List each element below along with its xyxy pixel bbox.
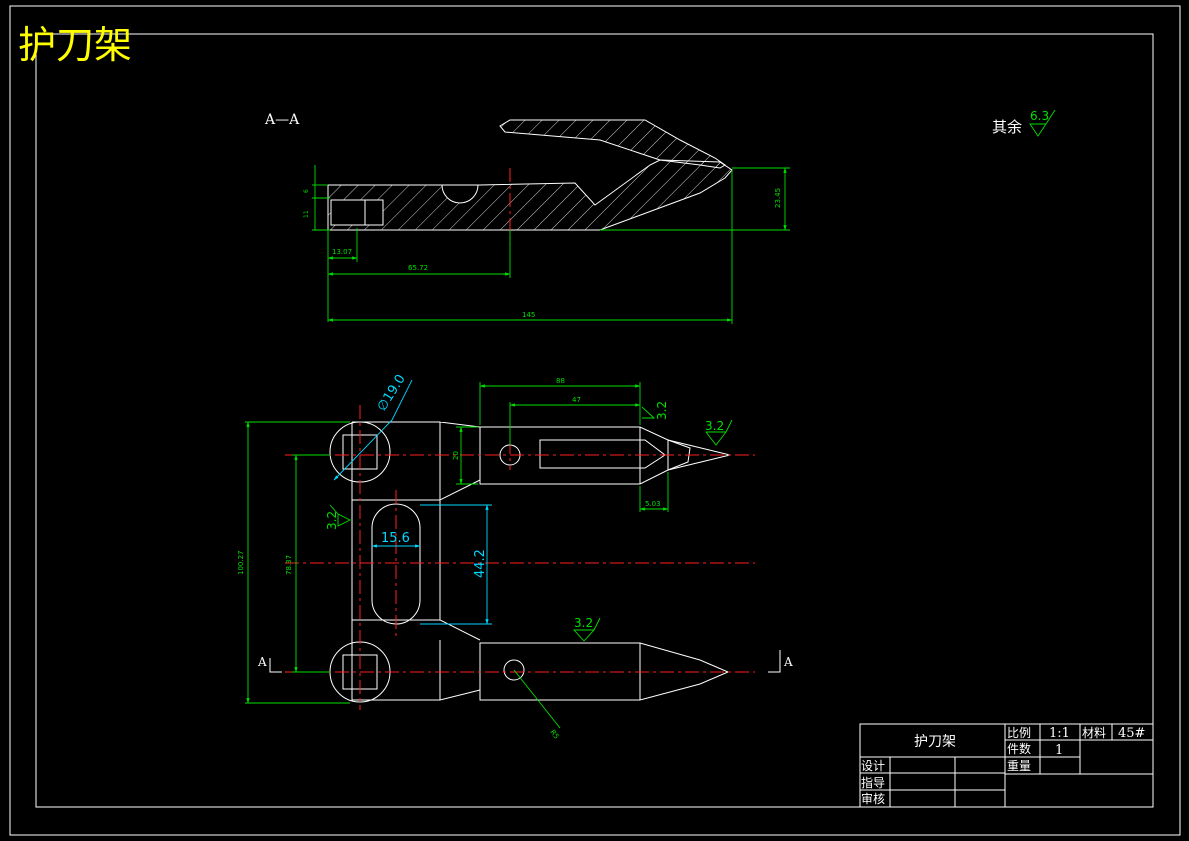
tb-review-label: 审核	[861, 791, 885, 806]
rough-4: 3.2	[574, 616, 593, 630]
tb-scale-value: 1:1	[1049, 726, 1070, 741]
surface-note: 其余	[992, 118, 1022, 136]
outer-border	[9, 5, 1181, 836]
dim-5-03: 5.03	[645, 500, 661, 508]
tb-count-label: 件数	[1007, 741, 1031, 756]
section-label: A—A	[264, 112, 300, 128]
inner-border	[35, 33, 1154, 808]
cut-mark-left: A	[257, 655, 267, 669]
rough-1: 3.2	[655, 401, 669, 420]
tb-material-label: 材料	[1082, 726, 1106, 740]
dim-11: 11	[303, 210, 310, 218]
rough-3: 3.2	[325, 511, 339, 530]
drawing-title: 护刀架	[18, 23, 132, 67]
dim-145: 145	[522, 311, 535, 319]
rough-2: 3.2	[705, 419, 724, 433]
plan-view: 100.27 78.37 88 47 20 5.03 ∅19.0 15.6 44…	[237, 372, 793, 741]
dim-65-72: 65.72	[408, 264, 428, 272]
tb-material-value: 45#	[1118, 726, 1145, 741]
dim-23-45: 23.45	[774, 188, 782, 208]
tb-part-name: 护刀架	[914, 734, 956, 750]
dim-88: 88	[556, 377, 565, 385]
tb-count-value: 1	[1055, 743, 1063, 758]
section-view: 6 11 13.07 65.72 145 23.45	[303, 119, 790, 324]
dim-44-2: 44.2	[473, 549, 488, 578]
tb-scale-label: 比例	[1007, 726, 1031, 740]
dim-47: 47	[572, 396, 581, 404]
title-block: 护刀架 比例 1:1 材料 45# 件数 1 重量 设计 指导 审核	[859, 723, 1154, 808]
dim-diameter: ∅19.0	[375, 372, 409, 414]
dim-r: R5	[548, 728, 560, 740]
dim-13-07: 13.07	[332, 248, 352, 256]
roughness-symbol-note	[1029, 109, 1056, 137]
dim-100-27: 100.27	[237, 551, 245, 576]
dim-15-6: 15.6	[381, 531, 410, 546]
dim-78-37: 78.37	[285, 555, 293, 575]
dim-6: 6	[303, 189, 310, 193]
tb-weight-label: 重量	[1007, 759, 1031, 773]
cut-mark-right: A	[783, 655, 793, 669]
tb-guide-label: 指导	[861, 775, 885, 790]
surface-note-value: 6.3	[1030, 109, 1049, 123]
dim-20: 20	[452, 451, 460, 460]
tb-design-label: 设计	[861, 759, 885, 773]
